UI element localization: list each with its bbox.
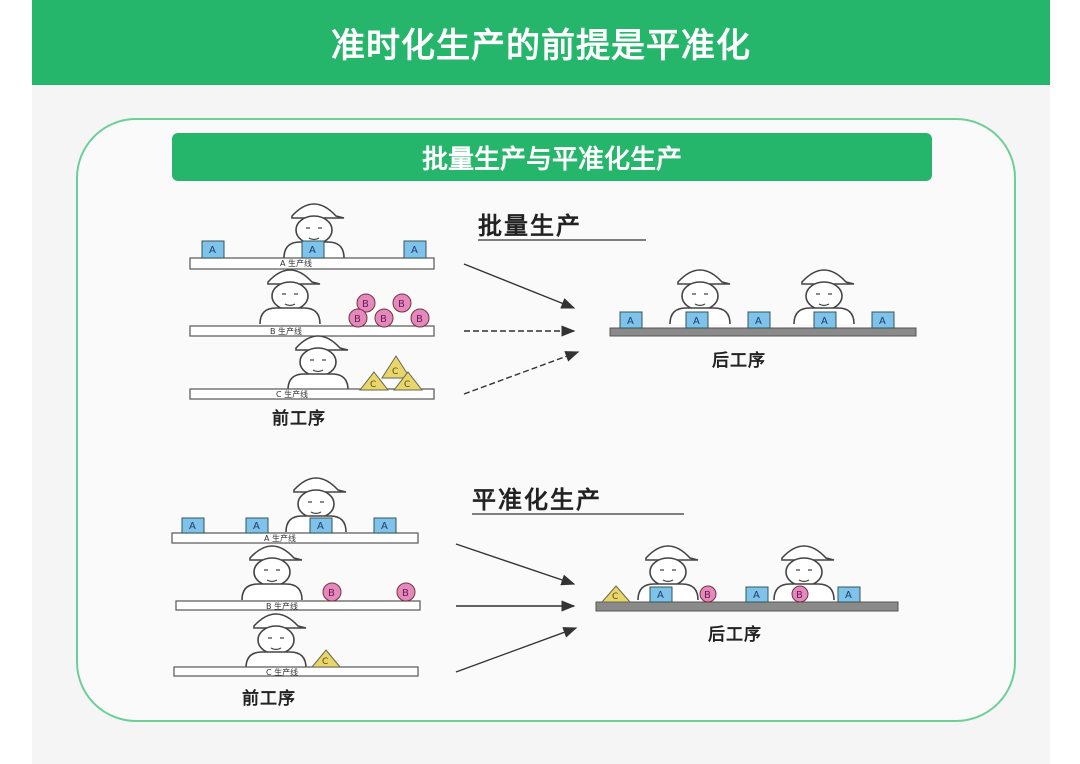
item-b-letter: B bbox=[380, 314, 387, 325]
worker-icon bbox=[287, 335, 349, 391]
item-a-letter: A bbox=[189, 521, 196, 532]
conveyor-belt bbox=[189, 325, 435, 337]
line-label-b: B 生产线 bbox=[266, 601, 298, 611]
item-b-letter: B bbox=[704, 590, 711, 601]
batch-line-b: B 生产线 B B B B B bbox=[189, 269, 435, 337]
batch-line-c: C 生产线 C C C bbox=[189, 335, 435, 400]
item-a-letter: A bbox=[657, 590, 664, 601]
worker-icon bbox=[245, 613, 307, 669]
item-a bbox=[181, 517, 205, 534]
item-c bbox=[600, 585, 632, 603]
item-b bbox=[396, 582, 416, 602]
item-b bbox=[322, 582, 342, 602]
item-b bbox=[348, 308, 368, 328]
item-b bbox=[392, 293, 412, 313]
item-a-letter: A bbox=[253, 521, 260, 532]
item-a-letter: A bbox=[317, 521, 324, 532]
item-a bbox=[373, 517, 397, 534]
item-a-letter: A bbox=[755, 316, 762, 327]
line-label-c: C 生产线 bbox=[276, 389, 308, 399]
leveled-line-b: B 生产线 B B bbox=[175, 545, 421, 611]
item-b bbox=[699, 585, 717, 603]
item-c bbox=[310, 649, 342, 668]
item-a-letter: A bbox=[879, 316, 886, 327]
batch-back-process: A A A A A bbox=[609, 269, 917, 337]
item-c bbox=[381, 355, 411, 379]
batch-back-process-label: 后工序 bbox=[712, 350, 766, 371]
item-c bbox=[392, 371, 424, 391]
batch-line-a: A 生产线 A A A bbox=[189, 203, 435, 270]
item-a-letter: A bbox=[753, 590, 760, 601]
item-a bbox=[813, 311, 837, 329]
item-a-letter: A bbox=[309, 245, 316, 256]
leveled-section-title: 平准化生产 bbox=[472, 486, 602, 514]
item-a-letter: A bbox=[845, 590, 852, 601]
conveyor-belt bbox=[189, 388, 435, 400]
item-a bbox=[649, 586, 673, 603]
item-a bbox=[871, 311, 895, 329]
item-b-letter: B bbox=[398, 299, 405, 310]
item-b-letter: B bbox=[402, 588, 409, 599]
item-c-letter: C bbox=[370, 380, 376, 390]
line-label-b: B 生产线 bbox=[270, 326, 302, 336]
line-label-a: A 生产线 bbox=[264, 533, 296, 543]
leveled-back-process: C A B A B A bbox=[595, 545, 899, 612]
page-title: 准时化生产的前提是平准化 bbox=[32, 0, 1050, 85]
item-c bbox=[358, 371, 390, 391]
item-a-letter: A bbox=[411, 245, 418, 256]
item-b bbox=[374, 308, 394, 328]
item-a-letter: A bbox=[381, 521, 388, 532]
conveyor-belt bbox=[173, 666, 419, 677]
conveyor-belt bbox=[595, 601, 899, 612]
worker-icon bbox=[259, 269, 321, 325]
item-a bbox=[403, 240, 427, 259]
flow-arrow bbox=[455, 543, 576, 586]
item-b-letter: B bbox=[416, 314, 423, 325]
item-c-letter: C bbox=[612, 592, 618, 602]
line-label-a: A 生产线 bbox=[280, 258, 312, 268]
item-b-letter: B bbox=[328, 588, 335, 599]
item-a bbox=[309, 517, 333, 534]
item-b bbox=[356, 293, 376, 313]
content-frame bbox=[76, 118, 1016, 722]
item-a bbox=[619, 311, 643, 329]
item-a bbox=[245, 517, 269, 534]
item-a bbox=[837, 586, 861, 603]
item-b-letter: B bbox=[796, 590, 803, 601]
line-label-c: C 生产线 bbox=[266, 667, 298, 677]
leveled-line-c: C 生产线 C bbox=[173, 613, 419, 677]
item-b bbox=[410, 308, 430, 328]
item-a bbox=[685, 311, 709, 329]
batch-section-title: 批量生产 bbox=[478, 212, 582, 240]
item-a-letter: A bbox=[821, 316, 828, 327]
flow-arrow bbox=[463, 263, 576, 309]
conveyor-belt bbox=[171, 532, 419, 544]
flow-arrow bbox=[455, 627, 578, 673]
worker-icon bbox=[241, 545, 303, 601]
conveyor-belt bbox=[609, 327, 917, 337]
item-b bbox=[791, 585, 809, 603]
item-a-letter: A bbox=[627, 316, 634, 327]
item-a bbox=[301, 240, 325, 259]
conveyor-belt bbox=[175, 600, 421, 611]
flow-arrow bbox=[463, 351, 580, 395]
item-b-letter: B bbox=[354, 314, 361, 325]
item-a bbox=[745, 586, 769, 603]
item-c-letter: C bbox=[392, 367, 398, 377]
leveled-back-process-label: 后工序 bbox=[708, 624, 762, 645]
item-a-letter: A bbox=[693, 316, 700, 327]
item-c-letter: C bbox=[404, 380, 410, 390]
batch-front-process-label: 前工序 bbox=[272, 408, 326, 429]
panel-subtitle: 批量生产与平准化生产 bbox=[172, 133, 932, 181]
item-c-letter: C bbox=[322, 657, 328, 667]
item-b-letter: B bbox=[362, 299, 369, 310]
item-a-letter: A bbox=[209, 245, 216, 256]
leveled-front-process-label: 前工序 bbox=[242, 688, 296, 709]
item-a bbox=[201, 240, 225, 259]
leveled-line-a: A 生产线 A A A A bbox=[171, 477, 419, 544]
item-a bbox=[747, 311, 771, 329]
